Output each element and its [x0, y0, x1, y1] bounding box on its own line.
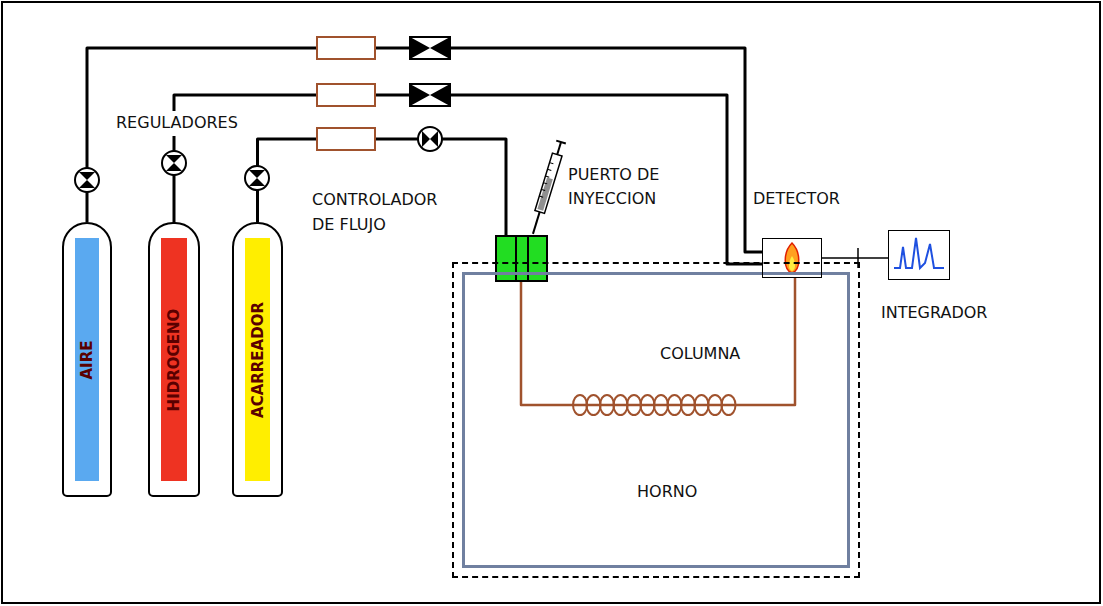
flow-controller — [317, 128, 375, 150]
flow-controller — [317, 37, 375, 59]
regulator — [75, 168, 99, 192]
cylinder-stripe: HIDROGENO — [161, 238, 187, 481]
coil-winding — [627, 395, 641, 415]
syringe-needle — [533, 212, 540, 234]
gas-cylinder: AIRE — [62, 222, 112, 497]
cylinder-stripe: AIRE — [75, 238, 99, 481]
part-label: REGULADORES — [113, 111, 241, 136]
coil-winding — [681, 395, 695, 415]
coil-winding — [722, 395, 736, 415]
syringe-scale — [539, 163, 553, 198]
coil-winding — [573, 395, 587, 415]
coil-winding — [654, 395, 668, 415]
flow-valve — [418, 127, 442, 151]
coil-winding — [695, 395, 709, 415]
regulator-symbol — [166, 155, 182, 171]
integrator-box: INTEGRADOR — [888, 230, 950, 280]
syringe — [528, 141, 566, 236]
valve-symbol — [410, 84, 450, 106]
syringe-plunger — [557, 142, 561, 154]
detector-box: DETECTOR — [762, 238, 822, 278]
gas-name: HIDROGENO — [163, 308, 186, 411]
part-label: CONTROLADOR DE FLUJO — [312, 188, 462, 238]
part-label: HORNO — [637, 480, 697, 504]
cylinder-stripe: ACARREADOR — [245, 238, 270, 481]
coil-winding — [600, 395, 614, 415]
part-label: DETECTOR — [753, 187, 840, 211]
part-label: COLUMNA — [660, 342, 740, 367]
regulator-symbol — [249, 170, 265, 186]
gas-line — [87, 48, 762, 252]
part-label: INTEGRADOR — [881, 301, 987, 325]
coil-winding — [708, 395, 722, 415]
flame — [785, 243, 799, 273]
gas-line — [822, 257, 888, 259]
coil-winding — [668, 395, 682, 415]
flow-controller — [317, 84, 375, 106]
valve — [410, 37, 450, 59]
regulator — [162, 151, 186, 175]
syringe-cap — [556, 141, 566, 144]
gas-cylinder: HIDROGENO — [148, 222, 200, 497]
coil-winding — [641, 395, 655, 415]
oven-wall — [462, 272, 850, 568]
part-label: PUERTO DE INYECCION — [568, 163, 698, 211]
gas-cylinder: ACARREADOR — [232, 222, 283, 497]
gas-name: AIRE — [76, 340, 99, 379]
flow-valve-symbol — [422, 131, 438, 147]
column-coil — [573, 395, 736, 415]
syringe-barrel — [535, 153, 562, 213]
regulator-symbol — [79, 172, 95, 188]
chromatogram — [894, 238, 944, 268]
syringe-fill — [537, 178, 552, 211]
valve-symbol — [410, 37, 450, 59]
oven: HORNO — [452, 262, 860, 578]
regulator — [245, 166, 269, 190]
column-tube — [521, 278, 795, 405]
coil-winding — [587, 395, 601, 415]
gas-name: ACARREADOR — [246, 302, 269, 418]
valve — [410, 84, 450, 106]
coil-winding — [614, 395, 628, 415]
